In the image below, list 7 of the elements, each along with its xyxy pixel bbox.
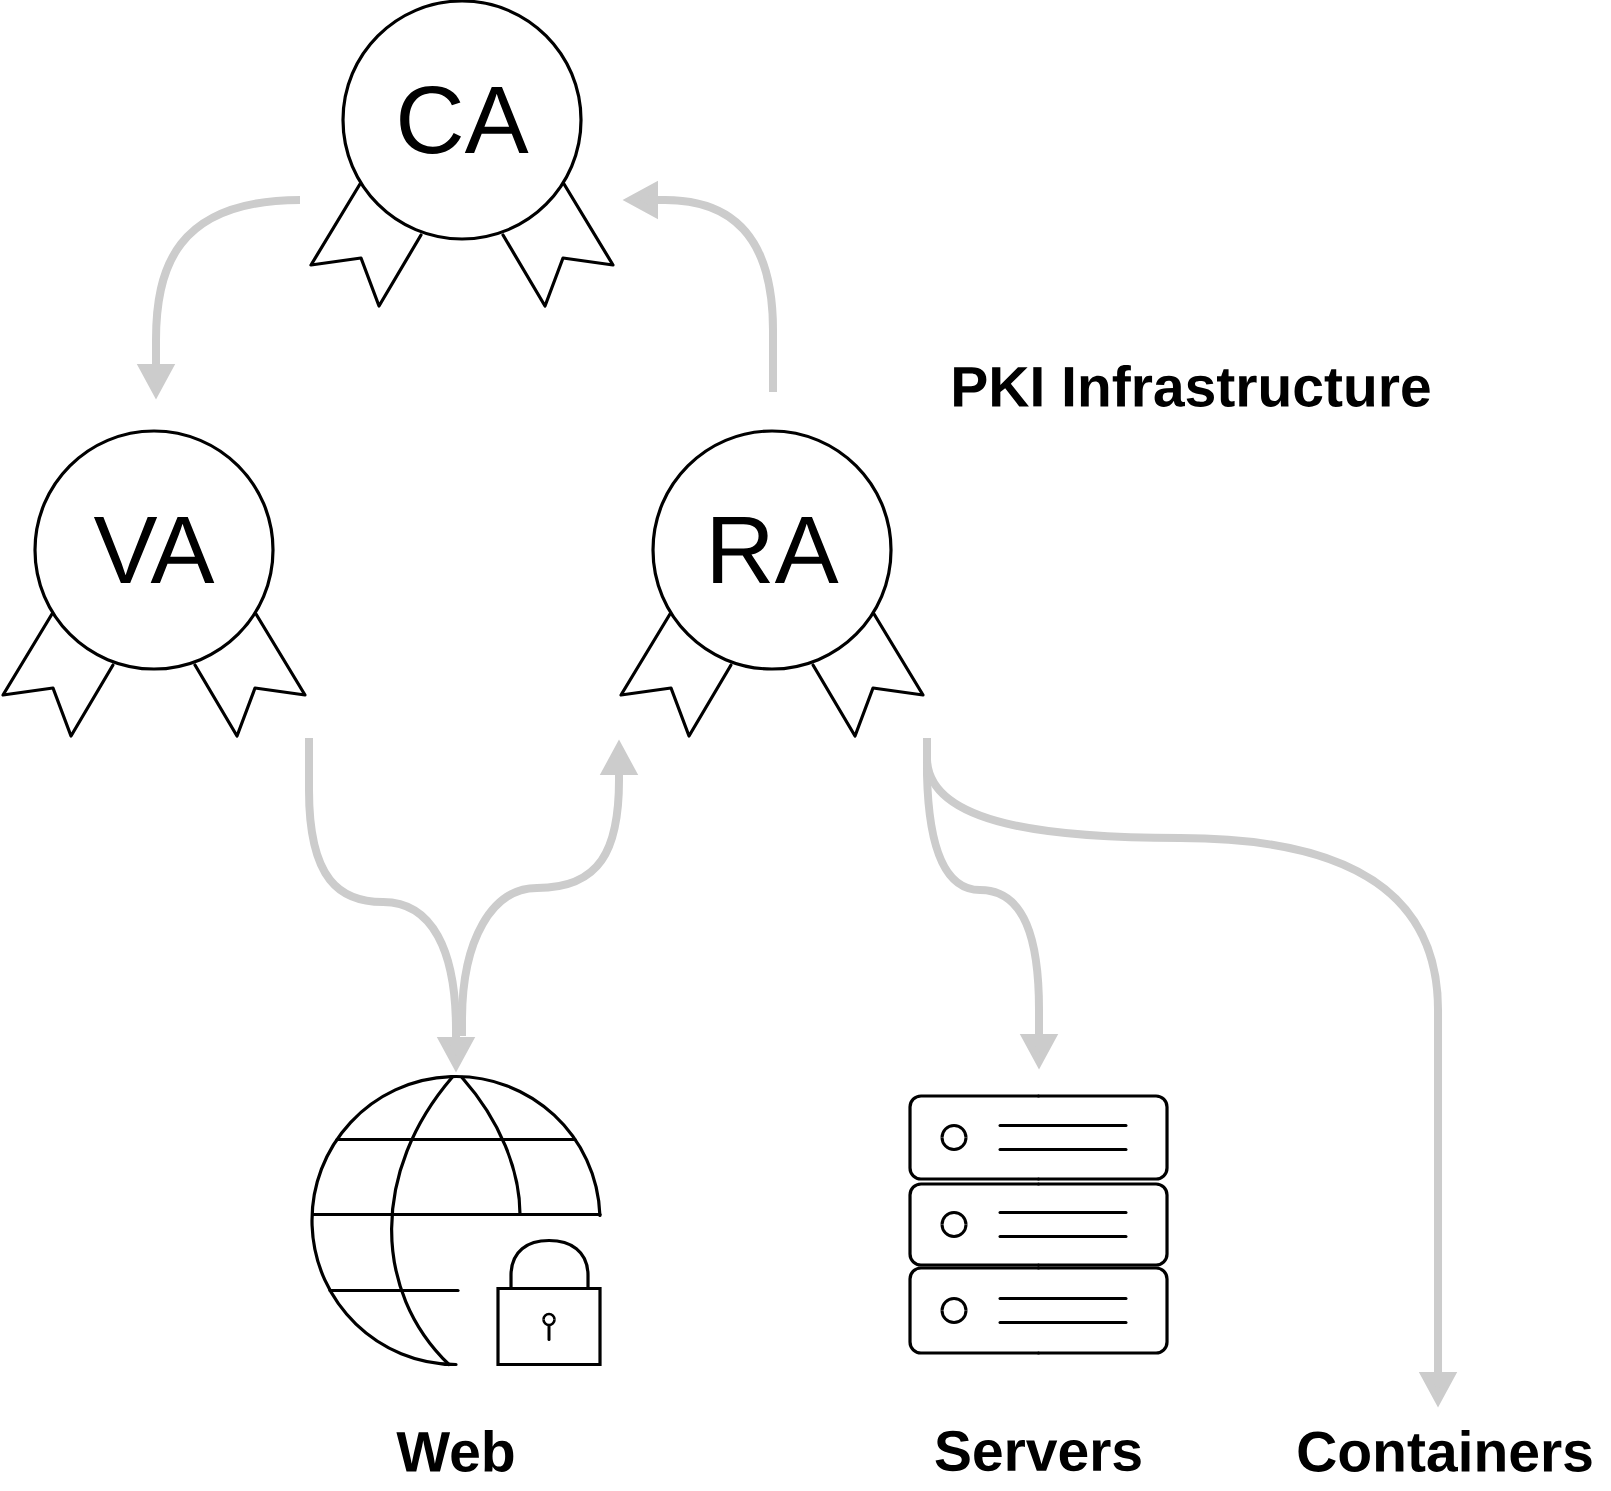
heading-text: PKI Infrastructure xyxy=(954,365,1430,407)
ribbon-badge: CA xyxy=(309,0,615,308)
icon-label: Containers xyxy=(1298,1430,1592,1472)
ribbon-badge: RA xyxy=(619,429,925,738)
icon-label: Servers xyxy=(935,1430,1141,1472)
ribbon-badge: VA xyxy=(1,429,307,738)
icon-label: Web xyxy=(396,1430,514,1472)
